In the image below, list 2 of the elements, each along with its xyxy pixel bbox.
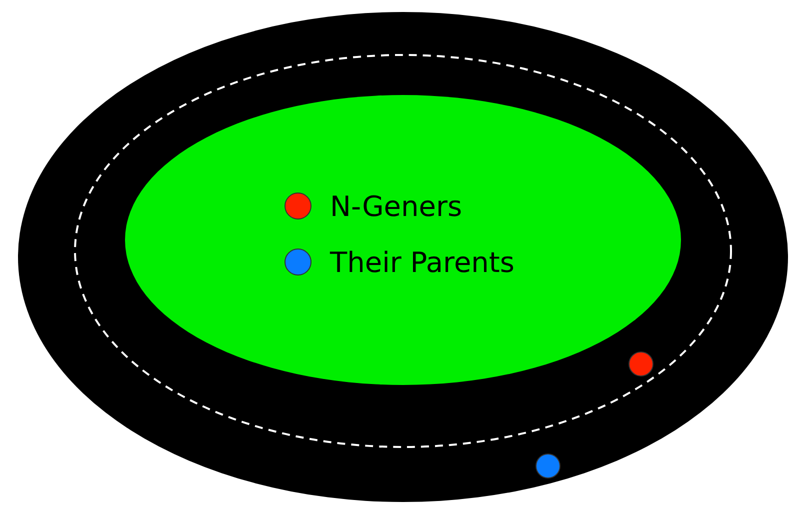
legend-label: Their Parents [330, 246, 514, 278]
legend-label: N-Geners [330, 190, 462, 222]
